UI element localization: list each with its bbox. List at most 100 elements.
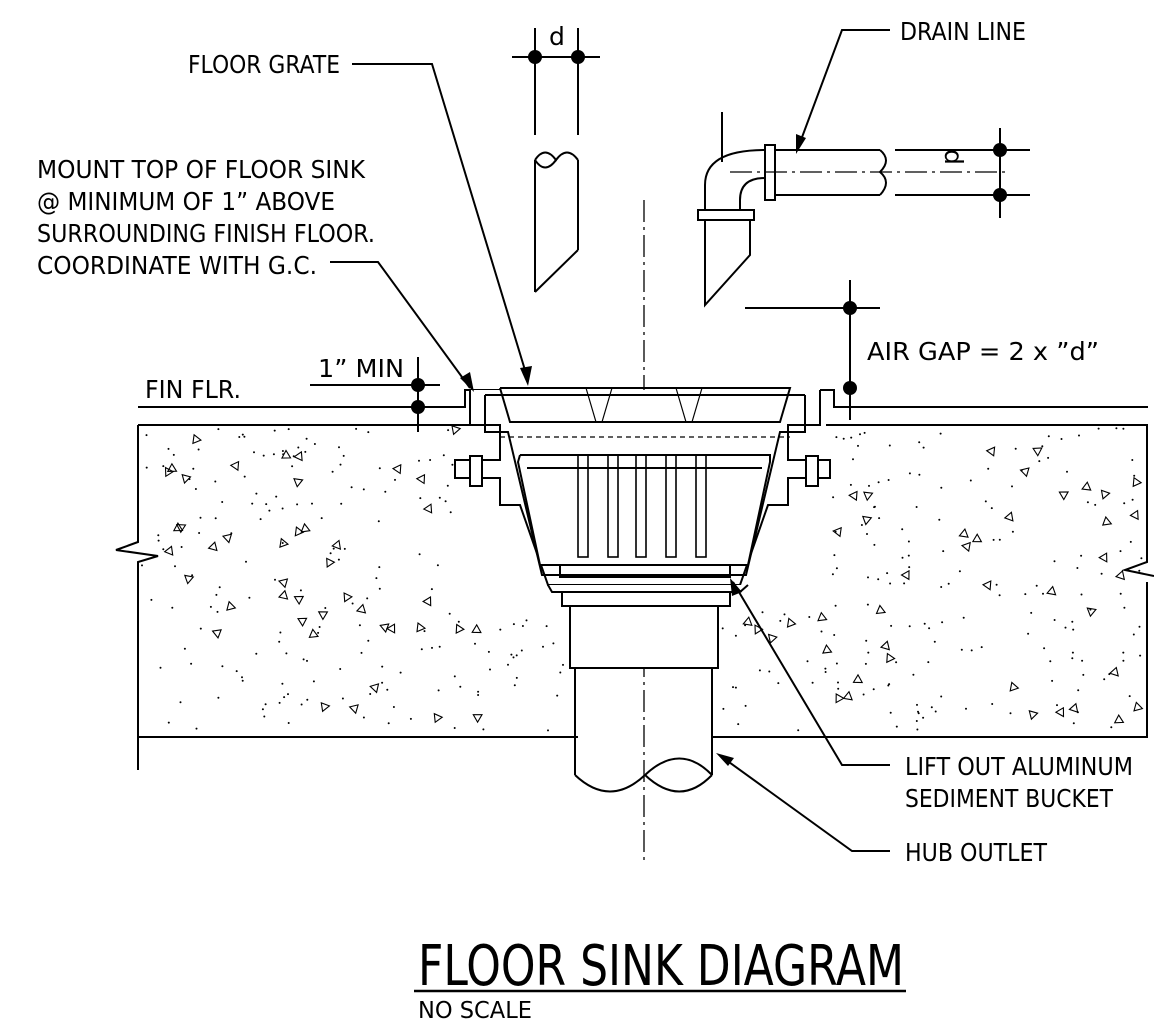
aggregate-dot: [542, 645, 544, 648]
aggregate-dot: [287, 722, 290, 724]
aggregate-dot: [849, 483, 852, 486]
aggregate-triangle: [1108, 666, 1119, 677]
aggregate-dot: [831, 573, 834, 576]
aggregate-dot: [311, 502, 313, 505]
aggregate-dot: [835, 436, 838, 439]
aggregate-dot: [1094, 503, 1097, 506]
aggregate-dot: [329, 552, 332, 555]
aggregate-triangle: [1114, 569, 1126, 581]
aggregate-dot: [927, 661, 930, 664]
aggregate-dot: [474, 642, 476, 645]
aggregate-dot: [157, 539, 160, 542]
aggregate-triangle: [900, 569, 910, 581]
aggregate-dot: [1049, 660, 1052, 663]
hub-outlet-pipe: [574, 668, 713, 793]
aggregate-triangle: [183, 574, 195, 585]
aggregate-dot: [215, 593, 218, 596]
aggregate-dot: [350, 486, 353, 489]
aggregate-dot: [1051, 679, 1054, 682]
aggregate-dot: [384, 490, 387, 493]
aggregate-dot: [278, 701, 281, 704]
aggregate-triangle: [879, 640, 891, 651]
aggregate-dot: [1122, 659, 1125, 662]
aggregate-dot: [238, 436, 241, 438]
aggregate-dot: [145, 466, 148, 469]
aggregate-dot: [190, 662, 193, 665]
aggregate-triangle: [1100, 489, 1111, 500]
aggregate-dot: [513, 684, 516, 687]
aggregate-dot: [268, 509, 271, 512]
aggregate-dot: [489, 668, 491, 671]
aggregate-dot: [367, 639, 370, 642]
aggregate-dot: [1122, 427, 1125, 430]
aggregate-dot: [230, 532, 233, 535]
aggregate-dot: [903, 582, 906, 585]
aggregate-triangle: [958, 528, 969, 538]
aggregate-dot: [887, 684, 890, 687]
aggregate-dot: [1047, 435, 1050, 438]
aggregate-dot: [907, 540, 910, 543]
aggregate-dot: [477, 690, 480, 693]
aggregate-triangle: [1032, 447, 1043, 457]
aggregate-dot: [217, 696, 220, 699]
aggregate-dot: [157, 534, 160, 537]
aggregate-triangle: [317, 611, 329, 621]
aggregate-dot: [243, 475, 246, 478]
aggregate-dot: [998, 594, 1001, 597]
aggregate-dot: [1014, 447, 1017, 450]
aggregate-dot: [970, 649, 973, 652]
bucket-slot: [665, 454, 677, 558]
aggregate-dot: [521, 625, 524, 627]
aggregate-dot: [265, 503, 268, 506]
aggregate-triangle: [181, 473, 192, 485]
aggregate-dot: [241, 676, 243, 679]
aggregate-dot: [251, 502, 254, 505]
aggregate-dot: [922, 446, 925, 449]
aggregate-dot: [367, 431, 370, 434]
aggregate-dot: [1080, 593, 1083, 596]
aggregate-dot: [261, 708, 264, 711]
aggregate-dot: [832, 496, 835, 499]
aggregate-dot: [292, 455, 295, 458]
label-lift-out-line1: LIFT OUT ALUMINUM: [905, 752, 1133, 781]
aggregate-dot: [378, 467, 381, 470]
aggregate-dot: [889, 711, 892, 714]
aggregate-dot: [887, 479, 890, 481]
aggregate-dot: [1072, 628, 1075, 631]
aggregate-dot: [482, 728, 485, 731]
aggregate-dot: [448, 612, 451, 615]
aggregate-dot: [859, 433, 861, 436]
aggregate-dot: [965, 707, 967, 710]
aggregate-dot: [1110, 726, 1113, 729]
aggregate-dot: [305, 437, 308, 440]
aggregate-dot: [199, 627, 202, 630]
aggregate-triangle: [817, 611, 828, 622]
aggregate-dot: [1024, 593, 1027, 596]
aggregate-triangle: [981, 580, 992, 591]
aggregate-dot: [198, 532, 201, 534]
aggregate-dot: [991, 703, 994, 705]
aggregate-triangle: [416, 621, 427, 633]
aggregate-dot: [355, 427, 358, 430]
aggregate-dot: [312, 680, 315, 683]
aggregate-dot: [275, 495, 278, 498]
aggregate-dot: [734, 634, 737, 637]
aggregate-dot: [721, 627, 724, 630]
aggregate-triangle: [355, 603, 367, 614]
label-dim-d-top: d: [549, 22, 565, 51]
aggregate-dot: [877, 481, 880, 484]
label-floor-grate: FLOOR GRATE: [188, 50, 340, 79]
aggregate-dot: [1131, 498, 1134, 501]
aggregate-dot: [287, 428, 290, 431]
aggregate-dot: [418, 553, 421, 556]
aggregate-dot: [306, 659, 308, 662]
aggregate-dot: [318, 626, 321, 628]
aggregate-dot: [895, 661, 898, 664]
aggregate-dot: [340, 502, 343, 505]
aggregate-dot: [339, 668, 342, 670]
aggregate-dot: [1139, 654, 1142, 657]
aggregate-dot: [259, 518, 262, 521]
aggregate-dot: [1089, 608, 1092, 611]
aggregate-dot: [362, 716, 365, 719]
aggregate-dot: [145, 434, 148, 437]
